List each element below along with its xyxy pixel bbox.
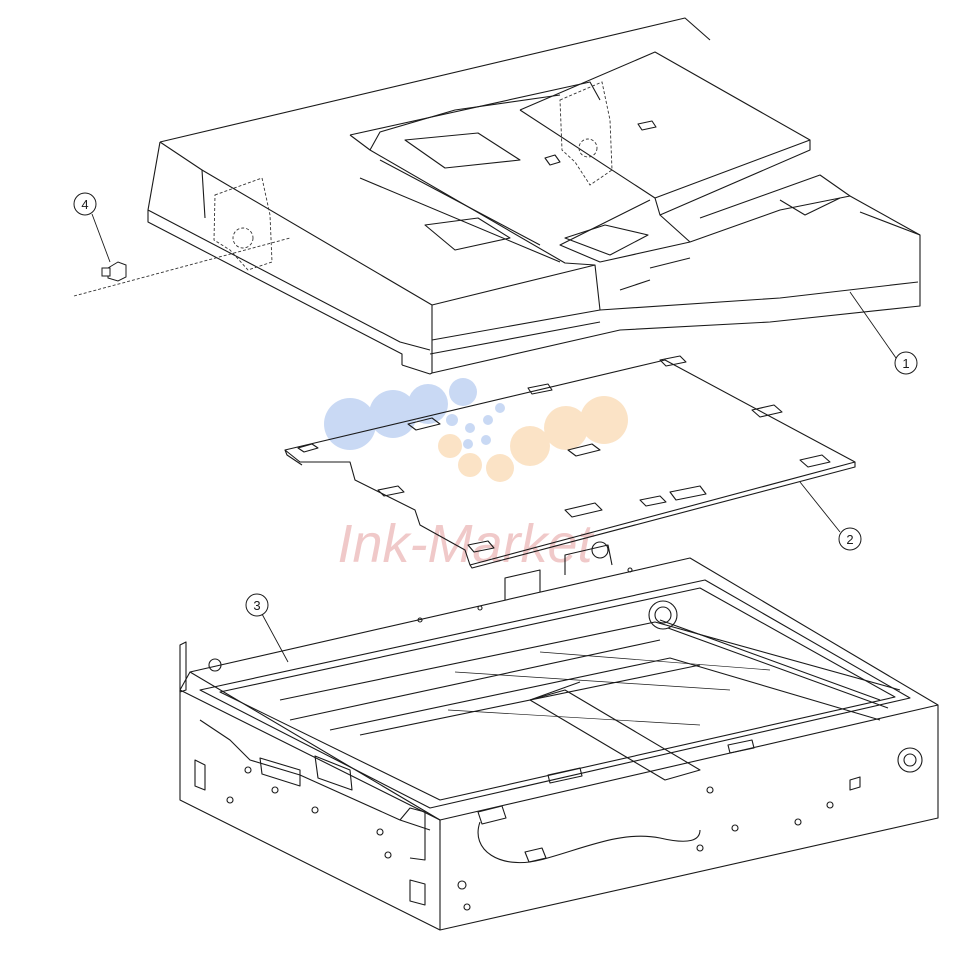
part-1-hinge-dashed	[213, 81, 613, 271]
callout-3-label: 3	[253, 598, 260, 613]
callout-4-label: 4	[81, 197, 88, 212]
watermark-text: Ink-Market	[337, 514, 594, 574]
callout-leaders	[91, 213, 897, 663]
callout-4: 4	[73, 192, 97, 216]
part-3-scanner-base	[179, 541, 939, 931]
watermark-logo: Ink-Market	[324, 378, 628, 574]
screw-axis-line	[73, 237, 291, 297]
callout-1-label: 1	[902, 356, 909, 371]
callout-2: 2	[838, 527, 862, 551]
part-2-glass-plate	[284, 355, 856, 569]
part-4-screw	[101, 261, 127, 282]
part-1-adf-cover	[147, 17, 921, 375]
callout-1: 1	[894, 351, 918, 375]
callout-3: 3	[245, 593, 269, 617]
callout-2-label: 2	[846, 532, 853, 547]
